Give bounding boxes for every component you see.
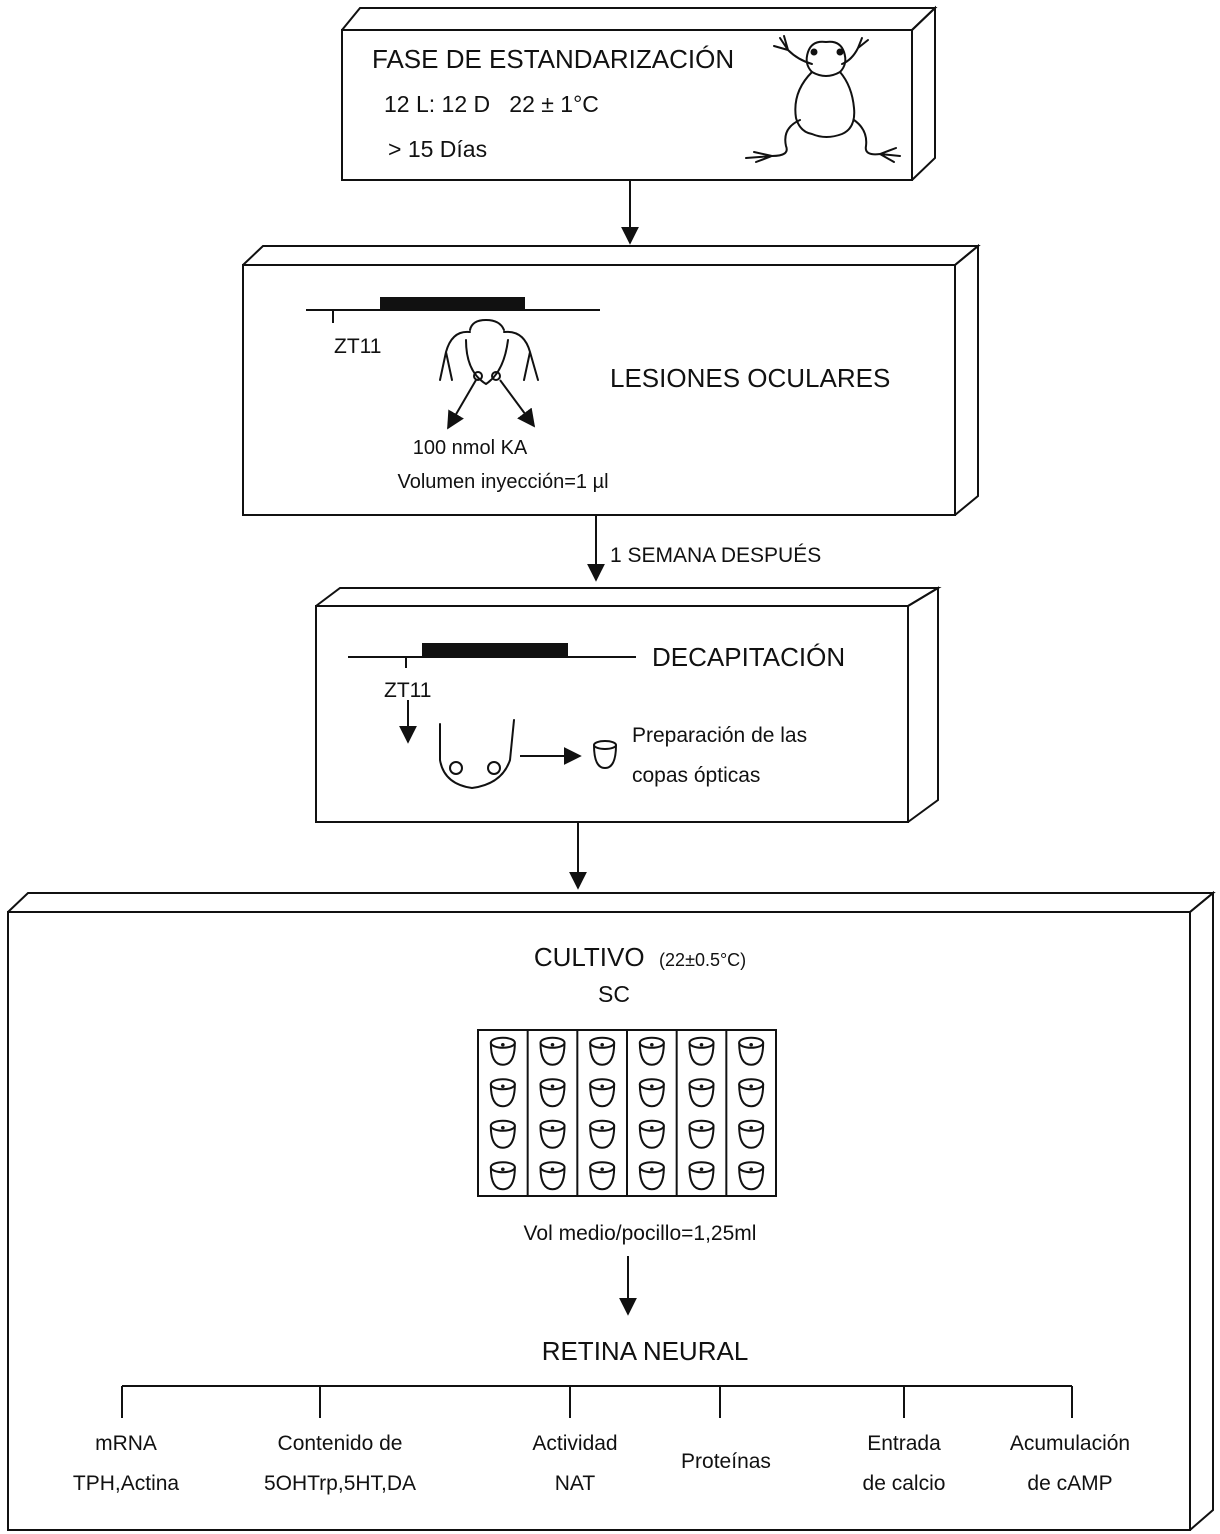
well-optic-cup: [589, 1161, 616, 1191]
stage1-box: [341, 5, 938, 181]
well-optic-cup: [539, 1161, 566, 1191]
injection-arrow-right: [499, 379, 536, 428]
well-optic-cup: [539, 1078, 566, 1108]
output-label-line2: 5OHTrp,5HT,DA: [264, 1472, 416, 1495]
well-optic-cup: [638, 1078, 665, 1108]
stage4-title-main: CULTIVO: [534, 942, 645, 972]
well-optic-cup: [738, 1119, 765, 1149]
light-dark-timeline-2: [348, 643, 636, 668]
output-label-line1: Proteínas: [681, 1450, 771, 1473]
well-optic-cup: [489, 1161, 516, 1191]
optic-cup-icon: [593, 740, 617, 770]
stage4-sub: SC: [598, 981, 630, 1007]
stage2-box: [242, 243, 981, 516]
light-dark-timeline: [306, 297, 600, 323]
well-optic-cup: [688, 1036, 715, 1066]
outputs-bracket: mRNA TPH,Actina Contenido de 5OHTrp,5HT,DA A…: [73, 1385, 1130, 1495]
stage3-title: DECAPITACIÓN: [652, 642, 845, 672]
stage3-prep-line2: copas ópticas: [632, 764, 760, 787]
well-optic-cup: [489, 1078, 516, 1108]
well-optic-cup: [738, 1036, 765, 1066]
well-optic-cup: [638, 1161, 665, 1191]
stage4-result: RETINA NEURAL: [542, 1336, 749, 1366]
well-optic-cup: [589, 1078, 616, 1108]
injection-arrow-left: [447, 379, 477, 430]
stage2-title: LESIONES OCULARES: [610, 363, 890, 393]
stage4-volume: Vol medio/pocillo=1,25ml: [524, 1222, 757, 1245]
well-optic-cup: [589, 1119, 616, 1149]
well-optic-cup: [738, 1161, 765, 1191]
well-optic-cup: [738, 1078, 765, 1108]
output-label-line1: Contenido de: [278, 1432, 403, 1455]
output-label-line2: NAT: [555, 1472, 596, 1495]
stage4-temp: (22±0.5°C): [659, 950, 746, 970]
output-label-line1: Acumulación: [1010, 1432, 1130, 1455]
output-label-line2: TPH,Actina: [73, 1472, 180, 1495]
output-label-line1: mRNA: [95, 1432, 157, 1455]
well-optic-cup: [638, 1119, 665, 1149]
stage4-title: CULTIVO (22±0.5°C): [534, 942, 746, 972]
decapitated-head-icon: [439, 719, 515, 790]
well-optic-cup: [688, 1078, 715, 1108]
well-optic-cup: [539, 1119, 566, 1149]
well-optic-cup: [489, 1119, 516, 1149]
well-optic-cup: [638, 1036, 665, 1066]
stage3-time-label: ZT11: [384, 679, 431, 702]
culture-plate: [477, 1029, 777, 1197]
stage2-dose: 100 nmol KA: [413, 437, 528, 459]
well-optic-cup: [539, 1036, 566, 1066]
stage2-time-label: ZT11: [334, 335, 381, 358]
stage3-prep-line1: Preparación de las: [632, 724, 807, 747]
well-optic-cup: [688, 1119, 715, 1149]
output-label-line1: Actividad: [532, 1432, 617, 1455]
well-optic-cup: [489, 1036, 516, 1066]
stage4-box: [7, 890, 1216, 1531]
output-label-line2: de cAMP: [1027, 1472, 1112, 1495]
stage3-box: [315, 586, 942, 823]
frog-head-icon: [439, 318, 539, 386]
well-optic-cup: [589, 1036, 616, 1066]
frog-icon: [745, 35, 901, 163]
stage1-title: FASE DE ESTANDARIZACIÓN: [372, 44, 734, 74]
arrow-2-3-label: 1 SEMANA DESPUÉS: [610, 544, 821, 567]
stage2-volume: Volumen inyección=1 µl: [397, 471, 608, 493]
stage1-duration: > 15 Días: [388, 136, 487, 162]
well-optic-cup: [688, 1161, 715, 1191]
output-label-line2: de calcio: [863, 1472, 946, 1495]
stage1-conditions: 12 L: 12 D 22 ± 1°C: [384, 91, 599, 117]
output-label-line1: Entrada: [867, 1432, 941, 1455]
